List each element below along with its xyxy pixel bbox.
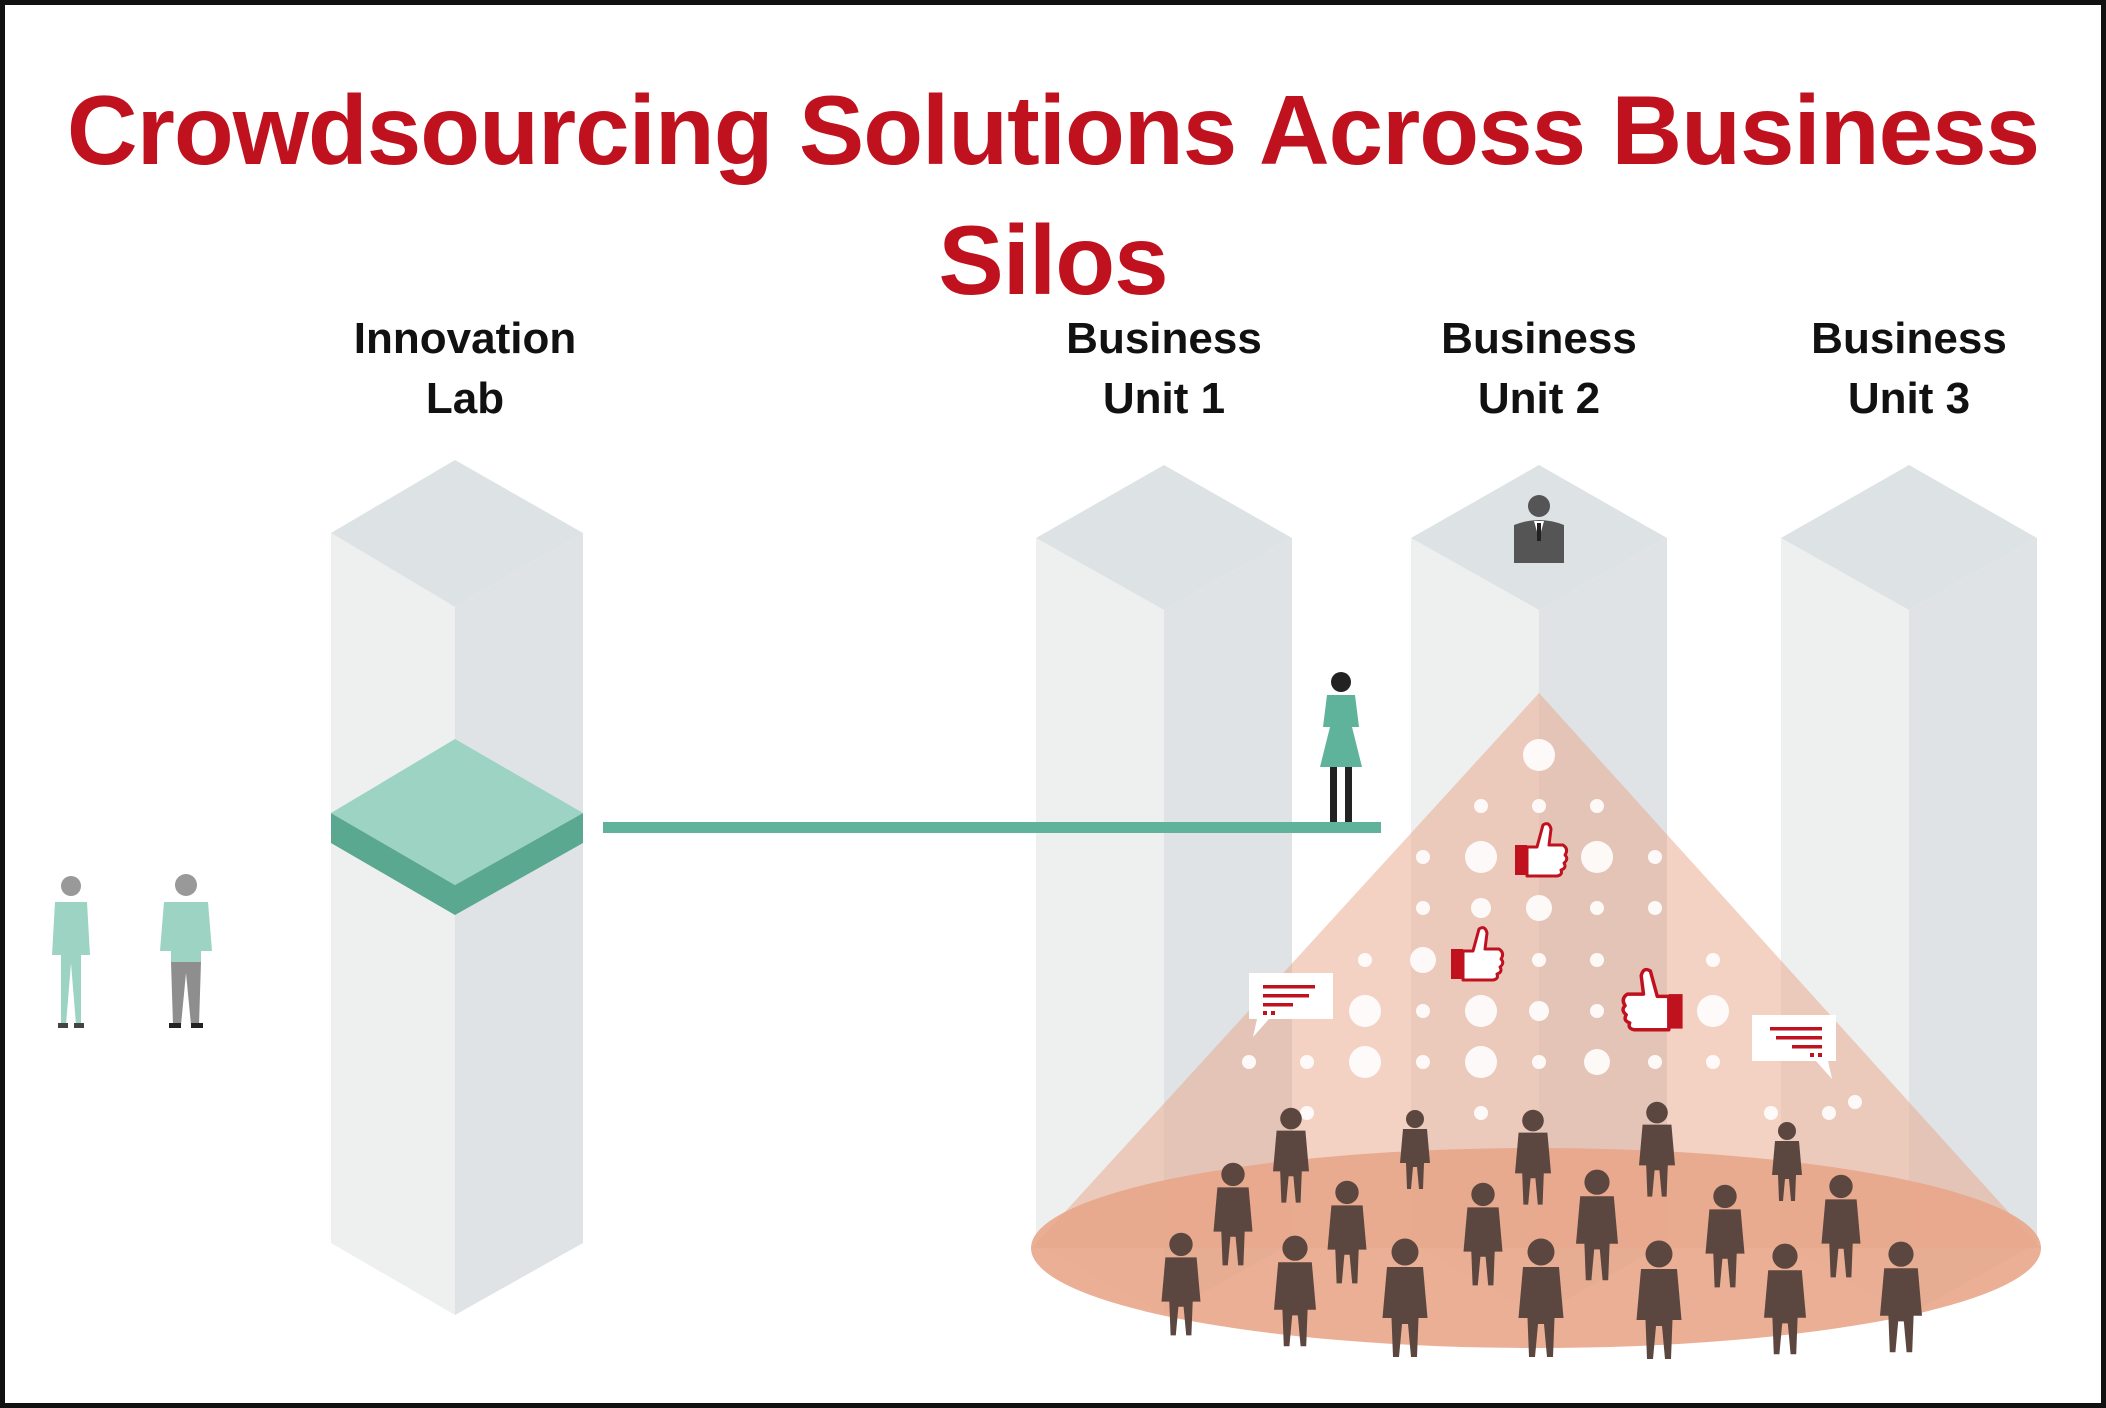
pillar-left-face: [331, 533, 455, 1315]
column-label-business-unit-1: Business Unit 1: [1014, 309, 1314, 429]
column-label-line2: Lab: [425, 374, 505, 423]
diagram-illustration: [52, 460, 2041, 1359]
column-label-line1: Innovation: [353, 314, 577, 363]
column-label-line2: Unit 2: [1477, 374, 1601, 423]
column-label-line2: Unit 1: [1102, 374, 1226, 423]
pillar-top: [1036, 465, 1292, 610]
pillar-right-face: [455, 533, 583, 1315]
lab-visitor-person-icon: [52, 876, 90, 1028]
idea-dots: [1242, 739, 1862, 1120]
pillar-top: [1781, 465, 2037, 610]
column-label-business-unit-2: Business Unit 2: [1389, 309, 1689, 429]
lab-floor-side: [331, 813, 583, 915]
pillar-right-face: [1909, 538, 2037, 1315]
column-label-line1: Business: [1811, 314, 2007, 363]
lab-visitor-person-icon: [160, 874, 212, 1028]
thumbs-up-icon: [1621, 967, 1683, 1032]
connector-line: [603, 822, 1381, 833]
pillar-left-face: [1036, 538, 1164, 1315]
crowd-cone-beam: [1032, 693, 2041, 1248]
pillar-top: [331, 460, 583, 607]
diagram-title: Crowdsourcing Solutions Across Business …: [66, 75, 2040, 315]
connector-woman-icon: [1320, 672, 1362, 822]
column-label-line1: Business: [1441, 314, 1637, 363]
lab-floor-top: [331, 739, 583, 885]
column-label-line1: Business: [1066, 314, 1262, 363]
pillar-innovation-lab: [331, 460, 583, 1315]
column-label-innovation-lab: Innovation Lab: [315, 309, 615, 429]
column-label-business-unit-3: Business Unit 3: [1759, 309, 2059, 429]
businessman-icon: [1514, 495, 1564, 563]
column-label-line2: Unit 3: [1847, 374, 1971, 423]
